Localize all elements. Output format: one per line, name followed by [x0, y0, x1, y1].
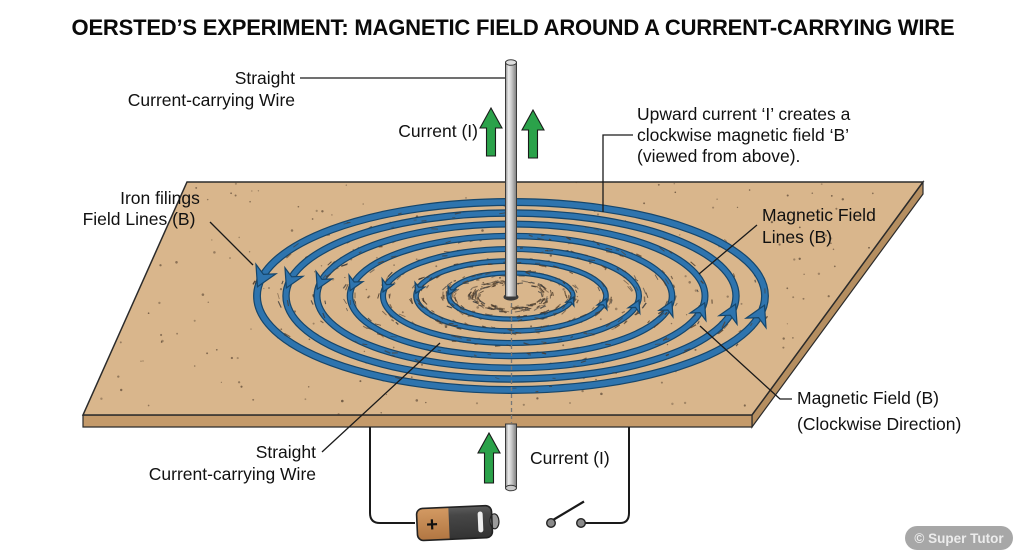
board-front-face — [82, 414, 753, 428]
label-field-cw-line2: (Clockwise Direction) — [797, 414, 961, 434]
rod-lower-segment — [505, 423, 517, 489]
label-field-cw-line1: Magnetic Field (B) — [797, 388, 939, 408]
circuit-wire-left — [369, 427, 415, 524]
label-iron-filings-line1: Iron filings — [120, 188, 200, 208]
battery: + — [415, 504, 500, 542]
badge-pill — [905, 526, 1013, 550]
diagram-title: OERSTED’S EXPERIMENT: MAGNETIC FIELD ARO… — [72, 15, 955, 40]
label-current-bottom: Current (I) — [530, 448, 610, 468]
label-wire-bottom-line1: Straight — [256, 442, 316, 462]
label-iron-filings-line2: Field Lines (B) — [83, 209, 196, 229]
leader-wire-bottom — [321, 342, 441, 453]
switch-lever — [552, 500, 585, 521]
label-wire-bottom-line2: Current-carrying Wire — [149, 464, 316, 484]
battery-body-outline — [415, 504, 494, 542]
rod-bottom-cap — [505, 484, 517, 492]
leader-upward-note — [602, 134, 633, 212]
battery-positive-cap — [416, 507, 450, 541]
watermark-badge: © Super Tutor — [905, 526, 1013, 550]
current-arrow-top-right — [521, 108, 545, 159]
switch-contact-left — [546, 518, 557, 529]
leader-iron-filings — [209, 221, 254, 266]
label-wire-top-line1: Straight — [235, 68, 295, 88]
iron-filings-over — [254, 202, 766, 393]
battery-plus-sign: + — [426, 514, 439, 536]
circuit: + — [369, 427, 630, 542]
current-arrow-bottom — [477, 431, 501, 484]
current-arrow-top-left — [479, 106, 503, 157]
label-field-lines-line2: Lines (B) — [762, 227, 832, 247]
circuit-wire-right — [585, 427, 630, 524]
switch — [546, 500, 587, 529]
battery-white-stripe — [477, 511, 484, 533]
rod-upper-segment — [505, 61, 517, 298]
label-field-lines-line1: Magnetic Field — [762, 205, 876, 225]
label-upward-note-line1: Upward current ‘I’ creates a — [637, 104, 851, 124]
current-direction-arrows — [477, 106, 545, 484]
switch-contact-right — [576, 518, 587, 529]
leader-field-lines — [698, 224, 758, 275]
leader-field-cw — [699, 325, 792, 400]
label-current-top: Current (I) — [398, 121, 478, 141]
field-direction-arrows — [255, 262, 767, 330]
badge-label: © Super Tutor — [914, 531, 1004, 546]
label-wire-top-line2: Current-carrying Wire — [128, 90, 295, 110]
current-carrying-wire-rod — [503, 59, 519, 492]
rod-top-cap — [505, 59, 517, 66]
label-upward-note-line3: (viewed from above). — [637, 146, 800, 166]
label-upward-note-line2: clockwise magnetic field ‘B’ — [637, 125, 849, 145]
